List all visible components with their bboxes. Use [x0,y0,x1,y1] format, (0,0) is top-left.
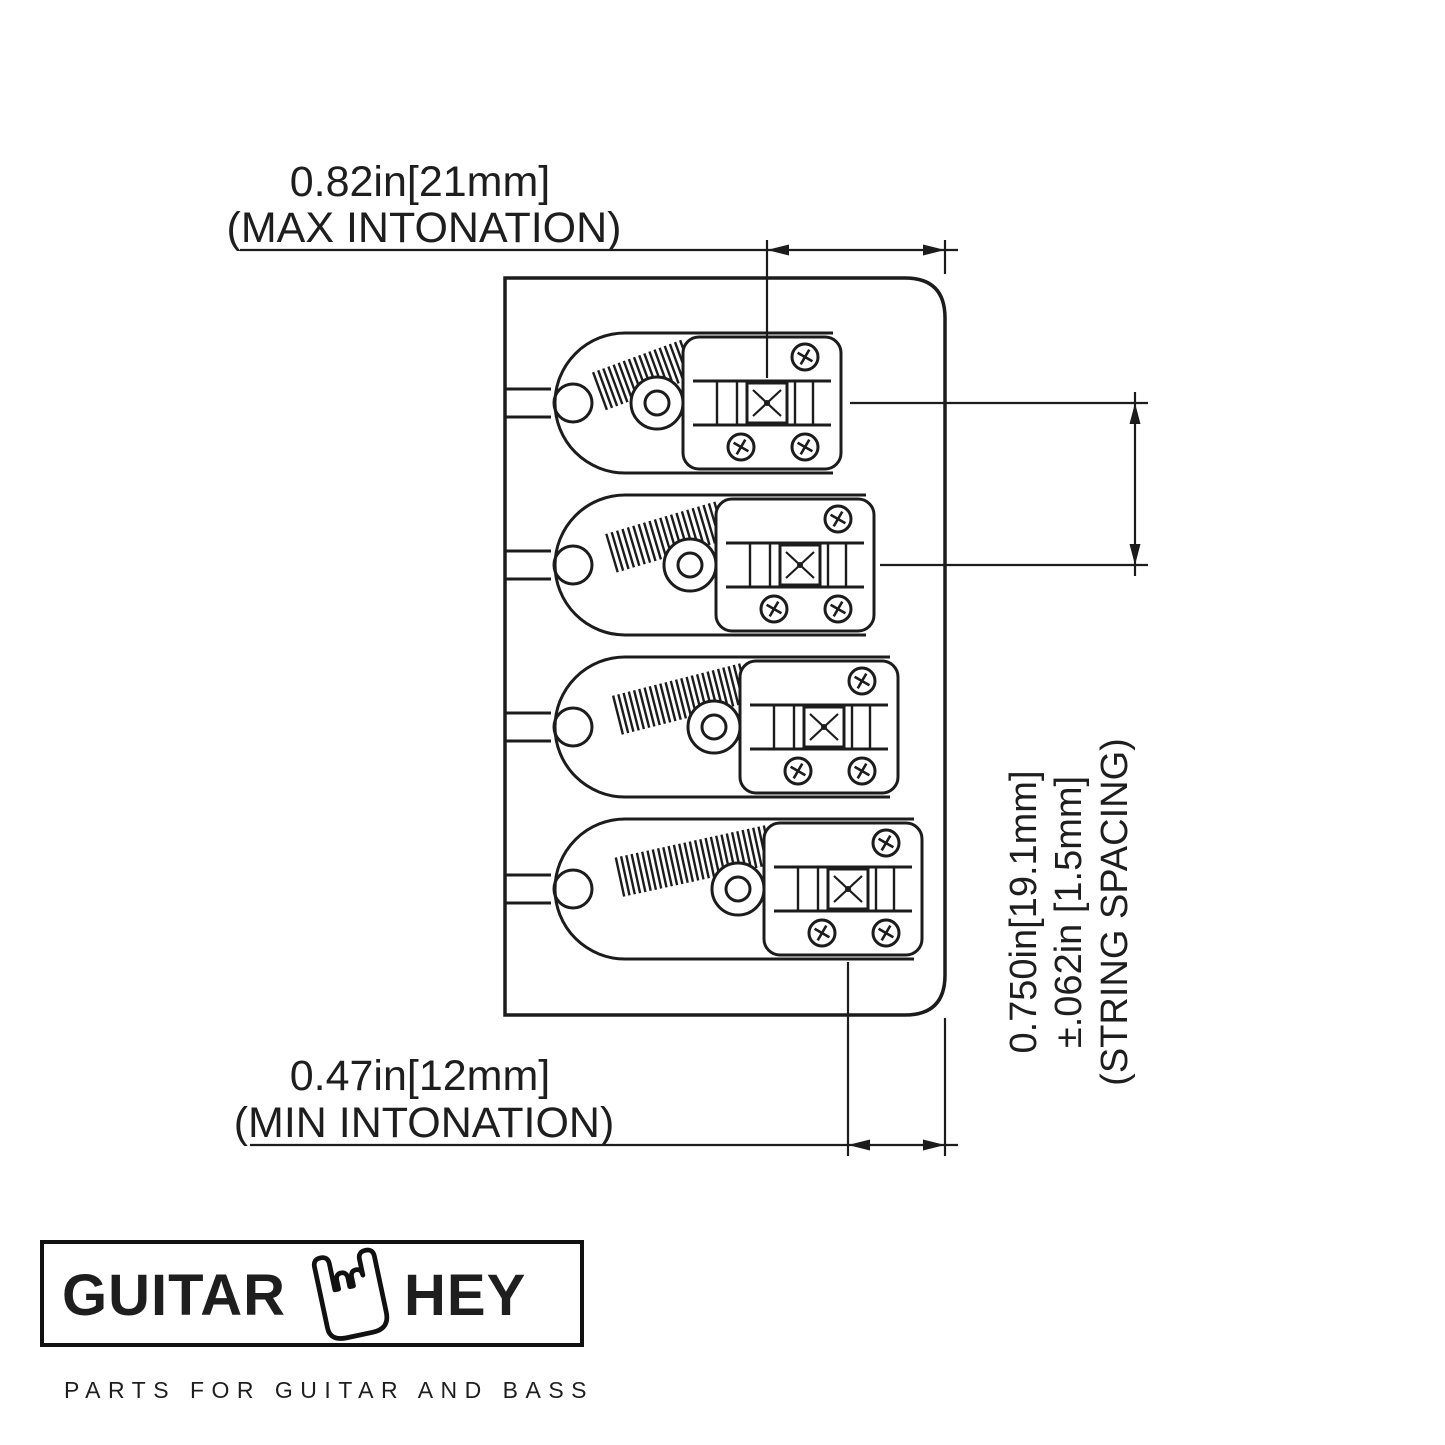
bridge-plate-outline [503,276,947,1017]
extension-line [850,401,1148,567]
height-screw-head-icon [552,706,594,748]
string-spacing-tolerance: ±.062in [1.5mm] [1048,776,1090,1048]
rock-hand-icon [311,1247,390,1341]
dimension-min-intonation: 0.47in[12mm] (MIN INTONATION) [234,962,958,1156]
extension-line [846,962,947,1156]
logo-tagline: PARTS FOR GUITAR AND BASS [64,1377,594,1403]
logo-brand-left: GUITAR [62,1263,286,1328]
phillips-screw-icon [823,504,853,534]
phillips-screw-icon [790,432,820,462]
saddle-assembly [505,331,843,475]
min-intonation-value: 0.47in[12mm] [290,1052,551,1100]
phillips-screw-icon [871,828,901,858]
saddle-assembly [505,817,924,961]
phillips-screw-icon [790,342,820,372]
string-spacing-value: 0.750in[19.1mm] [1003,770,1045,1053]
spring-coil [614,825,774,897]
saddle-assemblies [505,331,924,961]
intonation-screw-socket [778,543,822,587]
logo-brand-right: HEY [404,1263,526,1328]
phillips-screw-icon [783,756,813,786]
screw-collar [662,537,718,593]
screw-collar [629,375,685,431]
screw-collar [686,699,742,755]
string-spacing-label: (STRING SPACING) [1094,738,1136,1086]
screw-collar [710,861,766,917]
phillips-screw-icon [871,918,901,948]
spring-coil [605,501,727,573]
logo: GUITAR HEY PARTS FOR GUITAR AND BASS [40,1240,594,1403]
saddle-assembly [505,655,900,799]
max-intonation-value: 0.82in[21mm] [290,158,551,206]
dimension-string-spacing: 0.750in[19.1mm] ±.062in [1.5mm] (STRING … [850,392,1148,1086]
phillips-screw-icon [726,432,756,462]
max-intonation-label: (MAX INTONATION) [227,204,622,252]
logo-frame [40,1240,584,1347]
extension-line [765,240,947,378]
arrowhead [767,244,945,256]
min-intonation-label: (MIN INTONATION) [234,1099,615,1147]
phillips-screw-icon [847,666,877,696]
arrowhead [848,1139,945,1151]
spring-coil [611,663,751,735]
intonation-screw-socket [826,867,870,911]
phillips-screw-icon [807,918,837,948]
height-screw-head-icon [552,868,594,910]
saddle-assembly [505,493,876,637]
phillips-screw-icon [759,594,789,624]
height-screw-head-icon [552,382,594,424]
intonation-screw-socket [745,381,789,425]
phillips-screw-icon [823,594,853,624]
intonation-screw-socket [802,705,846,749]
dimension-max-intonation: 0.82in[21mm] (MAX INTONATION) [227,158,958,378]
height-screw-head-icon [552,544,594,586]
phillips-screw-icon [847,756,877,786]
